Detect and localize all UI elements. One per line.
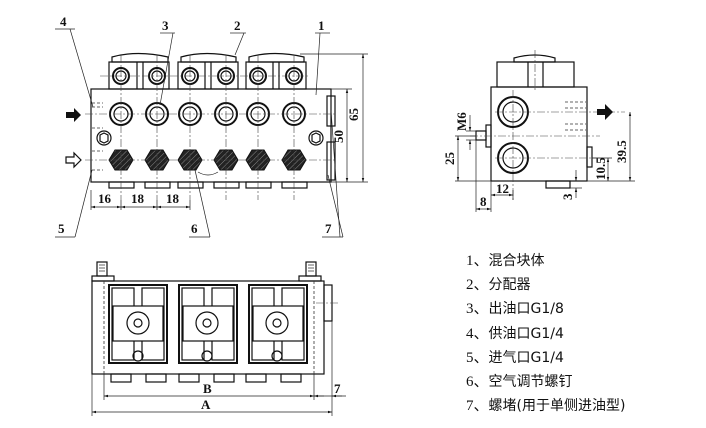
callout-1: 1 [318,18,325,33]
legend-item-1: 1、混合块体 [466,253,545,269]
side-body [490,86,588,182]
dim-7: 7 [334,381,341,396]
dim-3: 3 [560,193,575,200]
dim-18-b: 18 [166,191,180,206]
dim-50: 50 [331,130,346,143]
callout-5: 5 [58,221,65,236]
outlet-arrow-icon [597,104,613,120]
parts-legend: 1、混合块体 2、分配器 3、出油口G1/8 4、供油口G1/4 5、进气口G1… [466,249,625,418]
dim-12: 12 [496,181,509,196]
legend-item-4: 4、供油口G1/4 [466,325,564,342]
legend-item-2: 2、分配器 [466,277,531,294]
callout-2: 2 [234,18,241,33]
dim-B: B [203,381,212,396]
dim-8: 8 [480,194,487,209]
legend-item-3: 3、出油口G1/8 [466,301,564,318]
dim-16: 16 [98,191,112,206]
dim-39-5: 39.5 [614,140,629,163]
dim-A: A [201,397,211,412]
dim-25: 25 [442,152,457,166]
callout-4: 4 [60,14,67,29]
mixing-block-body [90,88,332,183]
callout-3: 3 [162,18,169,33]
dim-65: 65 [346,108,361,122]
oil-inlet-arrow-icon [66,108,81,122]
callout-7: 7 [325,221,332,236]
callout-6: 6 [191,221,198,236]
side-view: 25 M6 12 8 3 10.5 39.5 [442,50,635,212]
legend-item-6: 6、空气调节螺钉 [466,374,573,391]
top-view: B A 7 [91,261,346,416]
air-inlet-arrow-icon [65,151,82,169]
dim-18-a: 18 [131,191,145,206]
dim-10-5: 10.5 [593,157,608,180]
dim-m6: M6 [454,112,469,131]
top-body [91,280,325,375]
legend-item-5: 5、进气口G1/4 [466,349,564,366]
front-view: 16 18 18 50 65 4 3 2 1 5 6 7 [55,14,368,238]
legend-item-7: 7、螺堵(用于单侧进油型) [466,398,626,415]
distributor-group [108,52,307,90]
